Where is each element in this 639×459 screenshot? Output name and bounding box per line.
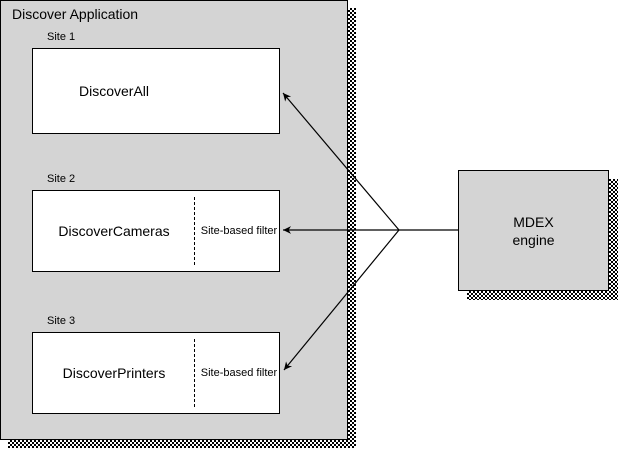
application-name-1: DiscoverAll — [78, 83, 149, 99]
application-name-2: DiscoverCameras — [58, 223, 170, 239]
application-title: Discover Application — [12, 6, 139, 22]
site-filter-label-2: Site-based filter — [200, 225, 278, 237]
site-box-3[interactable]: DiscoverPrinters Site-based filter — [32, 332, 280, 414]
mdex-engine-label: MDEX engine — [459, 213, 608, 249]
mdex-engine-name-line1: MDEX — [513, 213, 554, 230]
site-filter-divider-2 — [194, 197, 195, 265]
site-label-2: Site 2 — [47, 173, 76, 185]
site-label-3: Site 3 — [47, 315, 76, 327]
site-filter-divider-3 — [194, 339, 195, 407]
site-box-1[interactable]: DiscoverAll — [32, 48, 280, 134]
site-box-2[interactable]: DiscoverCameras Site-based filter — [32, 190, 280, 272]
mdex-engine-box[interactable]: MDEX engine — [458, 170, 609, 291]
application-name-3: DiscoverPrinters — [62, 365, 166, 381]
site-filter-label-3: Site-based filter — [200, 367, 278, 379]
discover-application-container: Discover Application Site 1 DiscoverAll … — [0, 0, 348, 440]
mdex-engine-name-line2: engine — [512, 231, 555, 248]
site-label-1: Site 1 — [47, 31, 76, 43]
